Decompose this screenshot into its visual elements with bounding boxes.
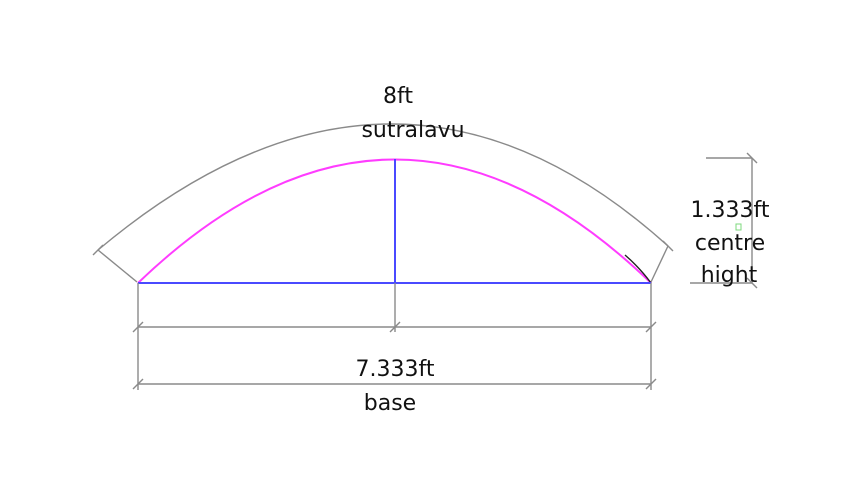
half-base-right-tick xyxy=(645,321,657,333)
arc-length-right-tick xyxy=(662,240,674,252)
arc-length-left-tick xyxy=(92,244,104,256)
half-base-left-tick xyxy=(132,321,144,333)
height-name-label-line1: centre xyxy=(695,231,765,256)
arc-length-dimension-arc xyxy=(97,123,669,251)
base-right-tick xyxy=(645,378,657,390)
arc-length-left-extension xyxy=(97,249,138,283)
height-grip-marker xyxy=(735,223,742,231)
height-value-label: 1.333ft xyxy=(691,198,770,223)
arc-length-value-label: 8ft xyxy=(383,84,413,109)
height-name-label-line2: hight xyxy=(701,263,758,288)
base-value-label: 7.333ft xyxy=(356,357,435,382)
base-left-tick xyxy=(132,378,144,390)
base-name-label: base xyxy=(364,391,416,416)
height-bottom-tick xyxy=(746,277,758,289)
height-top-tick xyxy=(746,152,758,164)
arch-curve-end-overlay xyxy=(624,254,652,284)
arc-length-name-label: sutralavu xyxy=(361,118,464,143)
arc-length-right-extension xyxy=(650,245,669,283)
half-base-centre-tick xyxy=(389,321,401,333)
